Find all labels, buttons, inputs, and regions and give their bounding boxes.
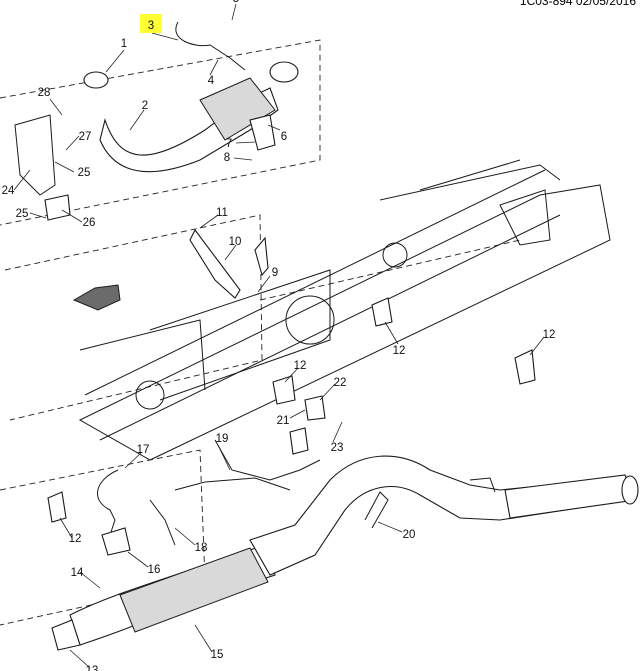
front-direction-arrow-icon [72, 284, 121, 311]
callout-11: 11 [216, 207, 228, 219]
document-id: 1C03-894 02/05/2016 [519, 0, 636, 8]
callout-6: 6 [281, 131, 287, 143]
rear-exhaust-assembly [51, 455, 639, 651]
oxygen-sensors [97, 427, 321, 556]
callout-13: 13 [86, 665, 99, 671]
callout-25-lower: 25 [16, 208, 29, 220]
callout-14: 14 [71, 567, 84, 579]
callout-3: 3 [148, 20, 154, 32]
callout-4: 4 [208, 75, 215, 87]
callout-15: 15 [211, 649, 224, 661]
front-converter-assembly [14, 21, 299, 221]
callout-labels: 3 5 1 4 2 6 7 8 28 27 25 24 25 26 11 10 … [2, 0, 556, 671]
callout-12-lower-left: 12 [69, 533, 82, 545]
callout-2: 2 [142, 100, 148, 112]
callout-12-center: 12 [294, 360, 307, 372]
callout-24: 24 [2, 185, 15, 197]
callout-25-upper: 25 [78, 167, 91, 179]
callout-26: 26 [83, 217, 96, 229]
callout-19: 19 [216, 433, 229, 445]
callout-8: 8 [224, 152, 230, 164]
callout-12-right: 12 [543, 329, 556, 341]
callout-28: 28 [38, 87, 51, 99]
callout-3-highlight [140, 14, 162, 33]
callout-5: 5 [233, 0, 239, 5]
callout-22: 22 [334, 377, 347, 389]
callout-20: 20 [403, 529, 416, 541]
callout-21: 21 [277, 415, 290, 427]
callout-10: 10 [229, 236, 242, 248]
callout-18: 18 [195, 542, 208, 554]
leader-lines [13, 3, 545, 669]
callout-9: 9 [272, 267, 278, 279]
callout-17: 17 [137, 444, 150, 456]
callout-12-frame: 12 [393, 345, 406, 357]
callout-27: 27 [79, 131, 92, 143]
hangers-and-brackets [47, 228, 536, 523]
callout-16: 16 [148, 564, 161, 576]
callout-23: 23 [331, 442, 344, 454]
callout-1: 1 [121, 38, 127, 50]
callout-7: 7 [226, 138, 232, 150]
vehicle-frame [59, 159, 611, 641]
